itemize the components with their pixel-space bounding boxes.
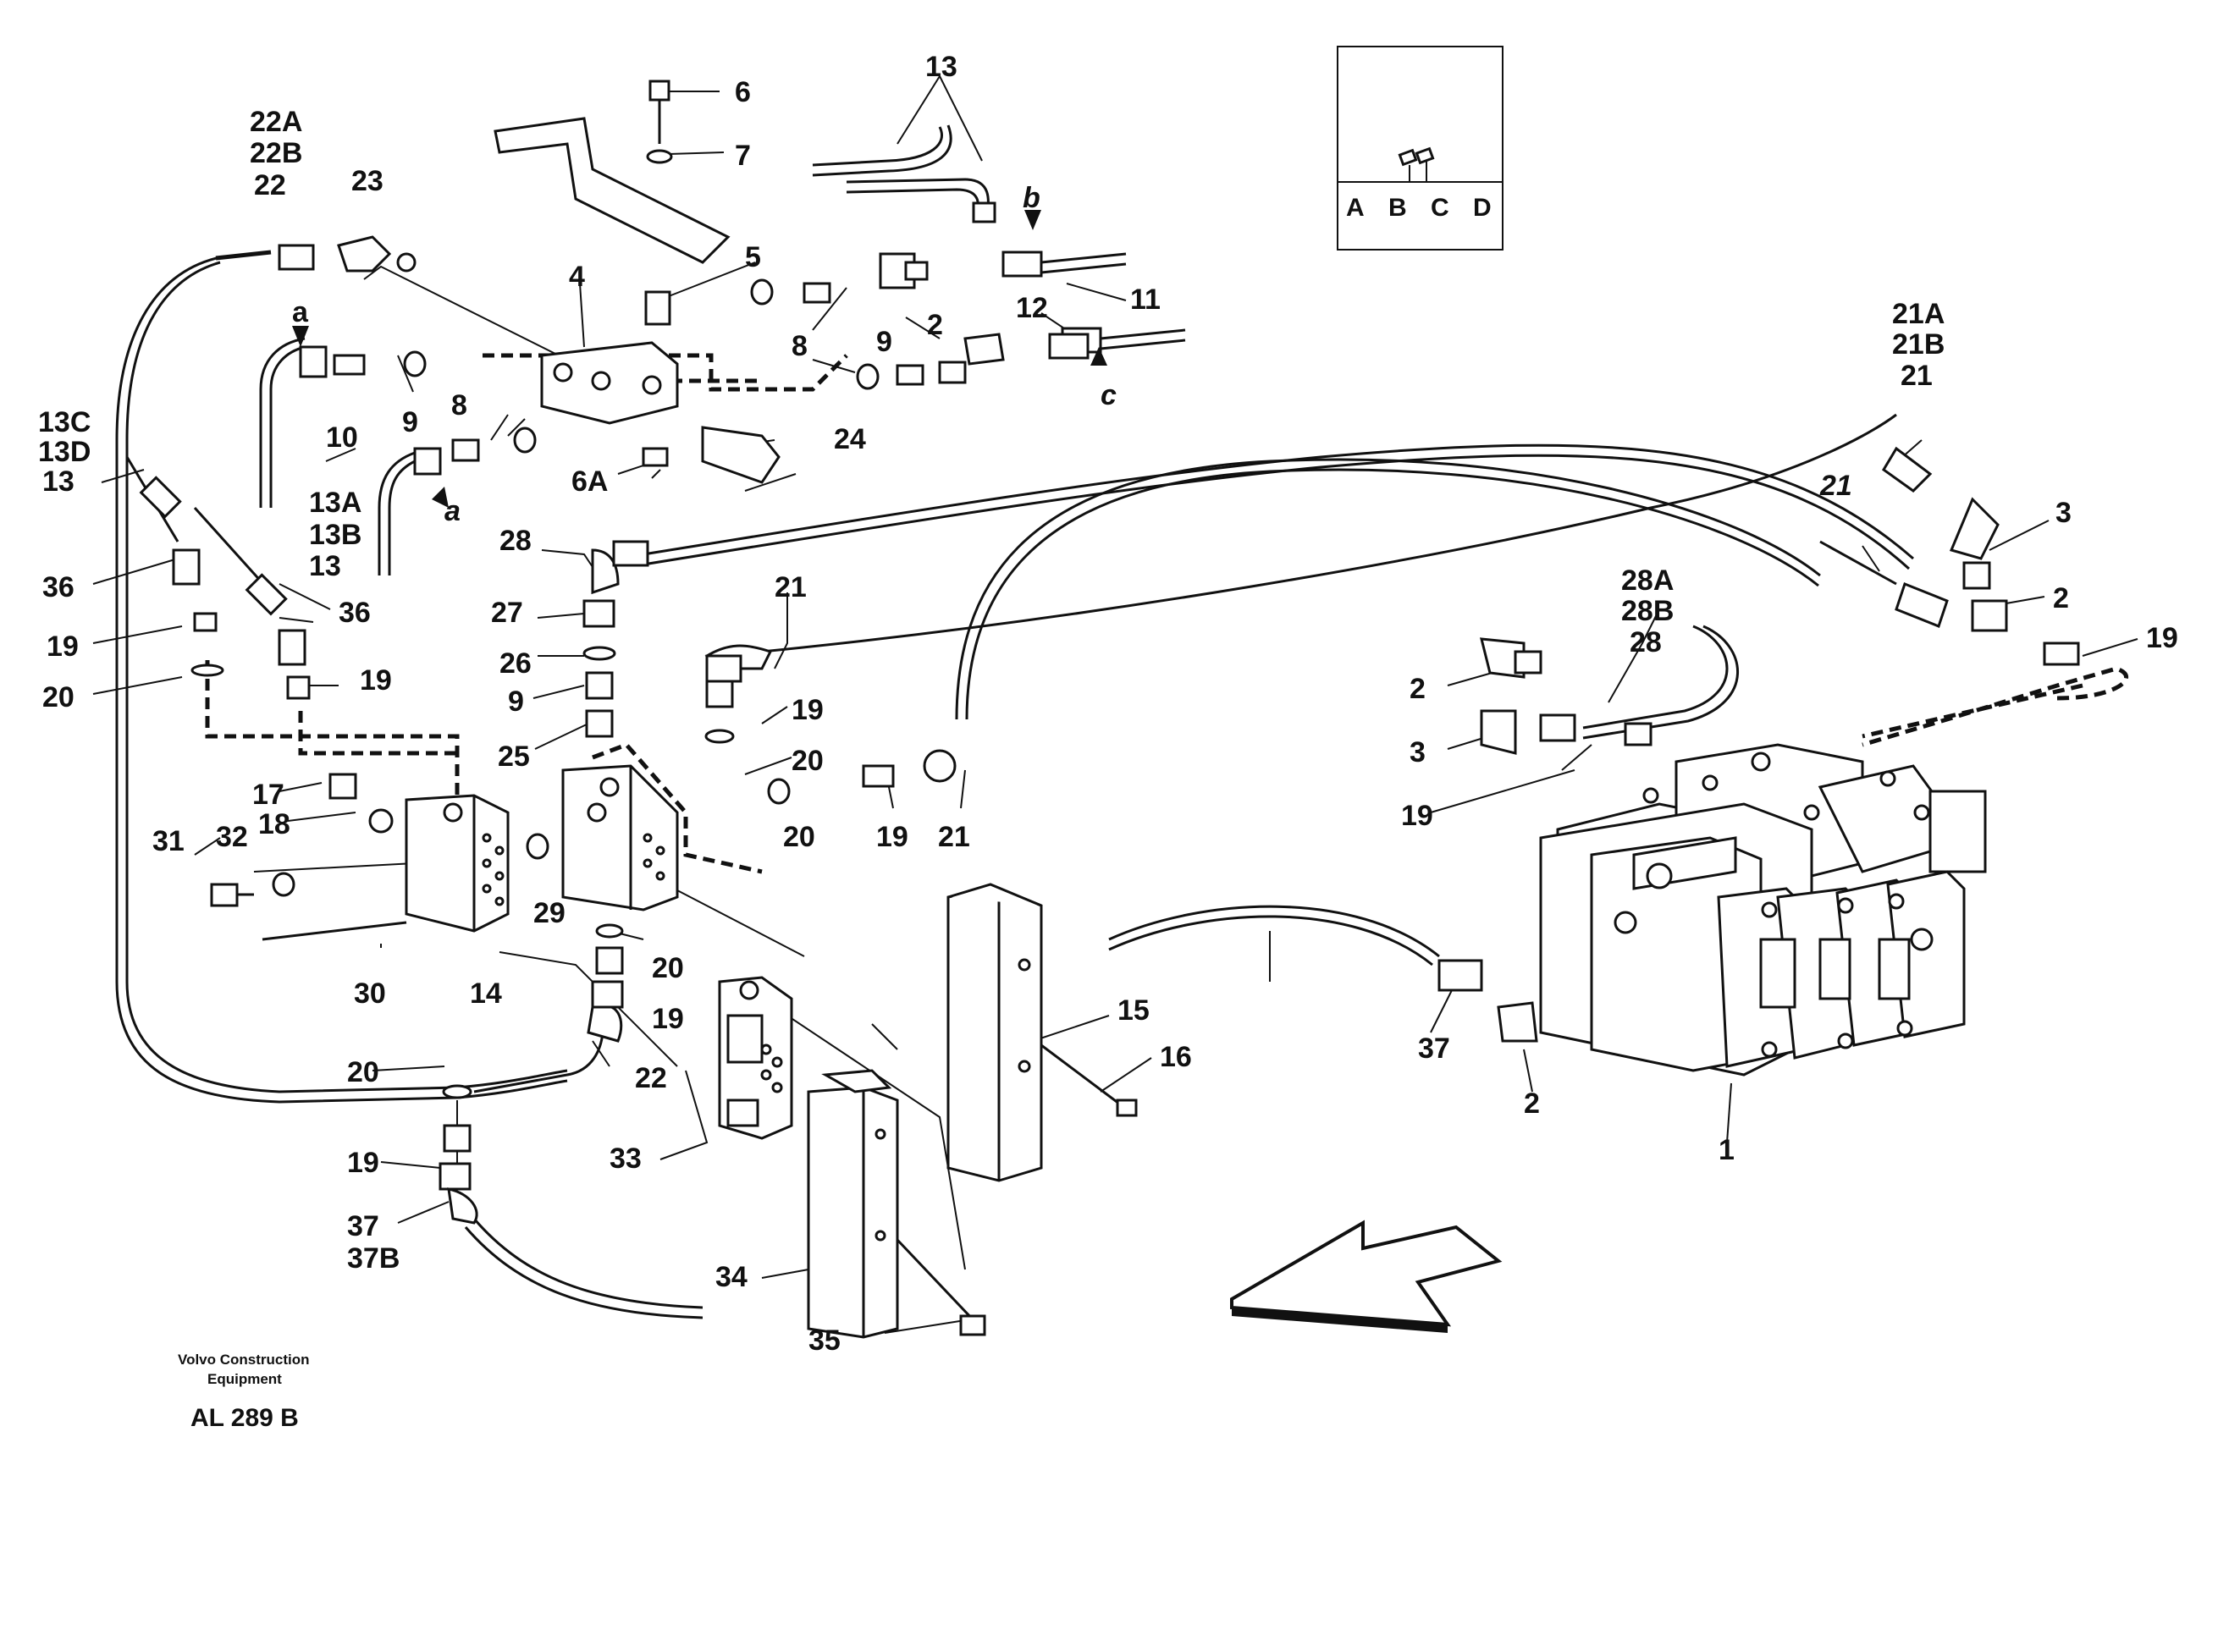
callout: 22A: [250, 106, 302, 138]
callout: 13: [925, 51, 957, 83]
callout: 19: [876, 821, 908, 853]
inset-label-c: C: [1431, 194, 1449, 222]
callout: 21: [1819, 470, 1852, 502]
hose-lines: [115, 124, 1914, 1319]
inset-label-b: B: [1388, 194, 1407, 222]
callout: a: [292, 296, 309, 328]
callout: 28: [499, 525, 532, 557]
dashed-connections: [205, 353, 2129, 874]
callout: 4: [569, 261, 585, 293]
leader-lines: [92, 75, 2138, 1334]
callout: b: [1023, 182, 1040, 214]
callout: 19: [792, 694, 824, 726]
callout: 35: [808, 1324, 841, 1357]
callout: 22B: [250, 137, 302, 169]
reference-arrows: [292, 210, 1107, 508]
callout: 21: [775, 571, 807, 603]
callout: 6: [735, 76, 751, 108]
callout: 8: [451, 389, 467, 421]
callout: 37: [1418, 1032, 1450, 1065]
callout: 2: [1524, 1088, 1540, 1120]
callout: 16: [1160, 1041, 1192, 1073]
callout: 22: [635, 1062, 667, 1094]
callout: 37B: [347, 1242, 400, 1275]
callout: 33: [610, 1143, 642, 1175]
callout: 29: [533, 897, 566, 929]
callout-labels: 22A 22B 22 23 6 7 13 4 5 b 11 12 a 8 9 2…: [38, 51, 2178, 1357]
inset-label-d: D: [1473, 194, 1492, 222]
callout: 3: [2055, 497, 2072, 529]
company-name: Volvo Construction: [178, 1352, 310, 1368]
callout: 10: [326, 421, 358, 454]
callout: 3: [1410, 736, 1426, 768]
callout: 2: [2053, 582, 2069, 614]
callout: 24: [834, 423, 866, 455]
block-15-ports: [643, 833, 665, 881]
callout: 13C: [38, 406, 91, 438]
callout: 13: [42, 465, 74, 498]
callout: 21: [1901, 360, 1933, 392]
callout: 23: [351, 165, 383, 197]
callout: 9: [508, 686, 524, 718]
callout: 28B: [1621, 595, 1674, 627]
callout: 19: [47, 631, 79, 663]
callout: 21: [938, 821, 970, 853]
drawing-reference: AL 289 B: [190, 1404, 299, 1432]
callout: c: [1101, 379, 1117, 411]
callout: 2: [927, 309, 943, 341]
callout: 13: [309, 550, 341, 582]
callout: 32: [216, 821, 248, 853]
callout: 11: [1130, 284, 1161, 316]
callout: 27: [491, 597, 523, 629]
callout: 19: [1401, 800, 1433, 832]
callout: 37: [347, 1210, 379, 1242]
callout: 20: [652, 952, 684, 984]
callout: 9: [876, 326, 892, 358]
callout: 7: [735, 140, 751, 172]
callout: 8: [792, 330, 808, 362]
callout: 20: [42, 681, 74, 713]
callout: 19: [360, 664, 392, 697]
callout: 13B: [309, 519, 361, 551]
callout: 19: [347, 1147, 379, 1179]
inset-label-a: A: [1346, 194, 1365, 222]
callout: 20: [792, 745, 824, 777]
callout: 28: [1630, 626, 1662, 658]
callout: 36: [339, 597, 371, 629]
callout: 22: [254, 169, 286, 201]
callout: 14: [470, 977, 502, 1010]
valve-33-ports: [760, 1044, 783, 1093]
callout: a: [444, 495, 461, 527]
callout: 21B: [1892, 328, 1945, 361]
callout: 20: [347, 1056, 379, 1088]
callout: 13A: [309, 487, 361, 519]
callout: 26: [499, 647, 532, 680]
callout: 15: [1117, 994, 1150, 1027]
callout: 13D: [38, 436, 91, 468]
callout: 6A: [571, 465, 608, 498]
callout: 2: [1410, 673, 1426, 705]
footer: Volvo Construction Equipment AL 289 B: [178, 1352, 310, 1432]
block-14-ports: [482, 833, 505, 906]
callout: 9: [402, 406, 418, 438]
callout: 30: [354, 977, 386, 1010]
inset-labels: A B C D: [1346, 194, 1492, 222]
callout: 18: [258, 808, 290, 840]
callout: 5: [745, 241, 761, 273]
parts: [139, 46, 2080, 1339]
callout: 36: [42, 571, 74, 603]
company-name-line2: Equipment: [207, 1371, 282, 1387]
callout: 34: [715, 1261, 748, 1293]
callout: 12: [1016, 292, 1048, 324]
callout: 20: [783, 821, 815, 853]
callout: 17: [252, 779, 284, 811]
callout: 1: [1719, 1134, 1735, 1166]
callout: 19: [652, 1003, 684, 1035]
callout: 25: [498, 741, 530, 773]
callout: 28A: [1621, 564, 1674, 597]
callout: 31: [152, 825, 185, 857]
callout: 21A: [1892, 298, 1945, 330]
callout: 19: [2146, 622, 2178, 654]
